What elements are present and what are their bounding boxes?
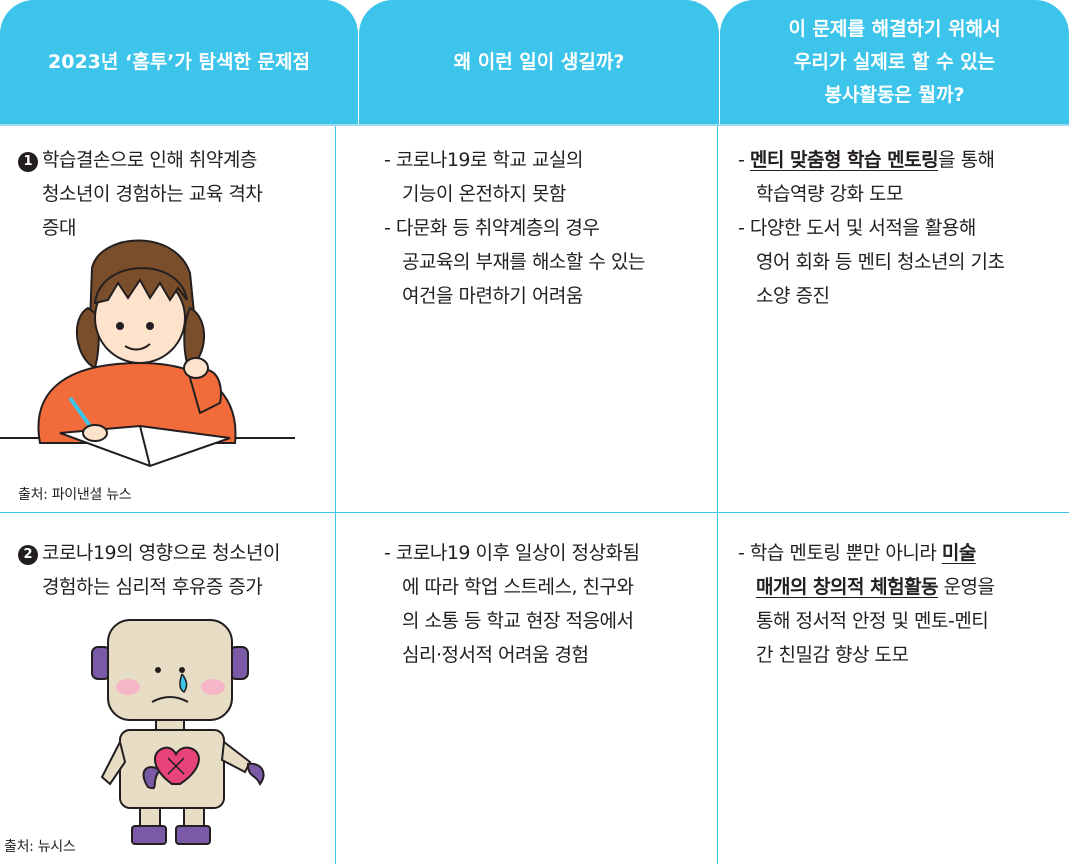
- highlight-mentoring: 멘티 맞춤형 학습 멘토링: [749, 149, 939, 171]
- highlight-art: 미술: [941, 542, 976, 564]
- number-badge-2: 2: [18, 545, 38, 565]
- row-divider-middle: [0, 512, 1069, 513]
- header-solution-line: 이 문제를 해결하기 위해서: [788, 17, 1001, 40]
- number-badge-1: 1: [18, 152, 38, 172]
- row2-cause: - 코로나19 이후 일상이 정상화됨 에 따라 학업 스트레스, 친구와 의 …: [384, 542, 640, 666]
- row-divider-top: [0, 124, 1069, 126]
- studying-girl-illustration: [0, 239, 295, 468]
- row1-cause: - 코로나19로 학교 교실의 기능이 온전하지 못함 - 다문화 등 취약계층…: [384, 149, 645, 307]
- header-cause: 왜 이런 일이 생길까?: [359, 0, 719, 124]
- column-divider-1: [335, 126, 336, 864]
- row1-caption: 출처: 파이낸셜 뉴스: [18, 487, 132, 503]
- header-solution: 이 문제를 해결하기 위해서 우리가 실제로 할 수 있는 봉사활동은 뭘까?: [720, 0, 1069, 124]
- row2-caption: 출처: 뉴시스: [4, 839, 76, 855]
- highlight-creative-activity: 매개의 창의적 체험활동: [756, 576, 939, 598]
- column-divider-2: [717, 126, 718, 864]
- crying-robot-illustration: [91, 619, 265, 845]
- header-solution-line: 우리가 실제로 할 수 있는: [793, 50, 996, 73]
- row2-solution: - 학습 멘토링 뿐만 아니라 미술 매개의 창의적 체험활동 운영을 통해 정…: [738, 542, 995, 666]
- header-solution-line: 봉사활동은 뭘까?: [824, 83, 965, 106]
- header-problem: 2023년 ‘홈투’가 탐색한 문제점: [0, 0, 358, 124]
- row1-solution: - 멘티 맞춤형 학습 멘토링을 통해 학습역량 강화 도모 - 다양한 도서 …: [738, 149, 1005, 307]
